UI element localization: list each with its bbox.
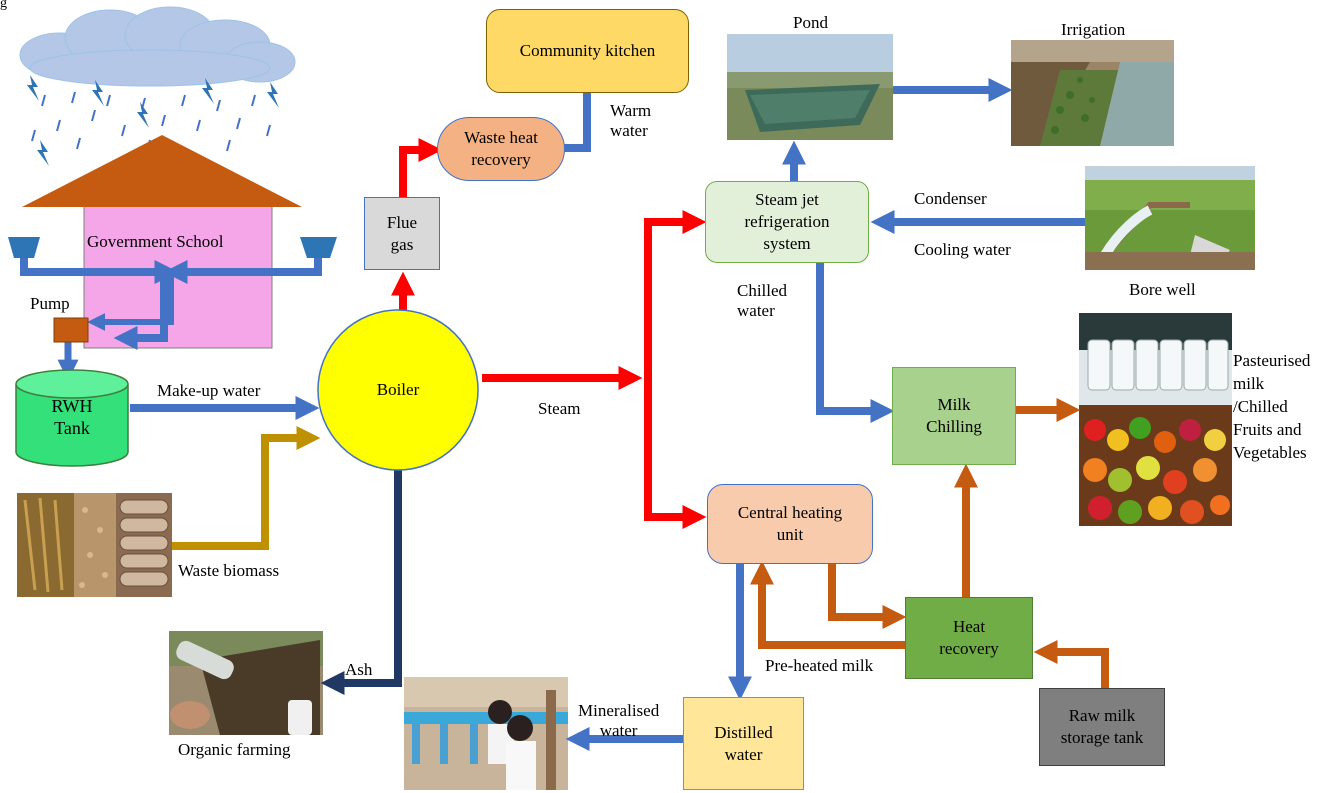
pump-icon	[53, 317, 89, 343]
steam-arrows	[391, 138, 707, 529]
community-kitchen-label: Community kitchen	[519, 41, 656, 60]
bore-well-label: Bore well	[1129, 280, 1196, 299]
waste-heat-recovery-box: Waste heat recovery	[437, 117, 565, 181]
raw-milk-box: Raw milk storage tank	[1039, 688, 1165, 766]
central-heating-label: Central heating unit	[737, 503, 843, 544]
irrigation-label: Irrigation	[1061, 20, 1126, 39]
pump-label: Pump	[30, 294, 70, 313]
waste-heat-recovery-label: Waste heat recovery	[464, 128, 538, 169]
bore-well-photo	[1085, 166, 1255, 270]
pre-heated-milk-label: Pre-heated milk	[765, 656, 874, 675]
community-kitchen-box: Community kitchen	[486, 9, 689, 93]
milk-arrows	[750, 398, 1109, 688]
waste-biomass-label: Waste biomass	[178, 561, 280, 580]
steam-jet-label: Steam jet refrigeration system	[744, 190, 830, 253]
boiler-box: Boiler	[348, 370, 448, 410]
steam-label: Steam	[538, 399, 581, 418]
pasteurised-label: Pasteurised milk /Chilled Fruits and Veg…	[1233, 351, 1311, 462]
biomass-arrow	[172, 426, 321, 550]
ash-arrow	[320, 465, 402, 695]
organic-farming-photo	[169, 631, 323, 735]
rwh-tank-shape	[15, 369, 129, 467]
rwh-tank-box: RWH Tank	[30, 392, 114, 442]
figure-corner-label: g	[0, 0, 7, 11]
milk-chilling-label: Milk Chilling	[926, 395, 982, 436]
boiler-label: Boiler	[376, 380, 420, 399]
make-up-water-label: Make-up water	[157, 381, 261, 400]
cooling-water-label: Cooling water	[914, 240, 1011, 259]
rain-cloud-icon	[19, 6, 296, 166]
flue-gas-label: Flue gas	[386, 212, 418, 254]
heat-recovery-label: Heat recovery	[939, 617, 999, 658]
ash-label: Ash	[345, 660, 373, 679]
organic-farming-label: Organic farming	[178, 740, 291, 759]
pond-label: Pond	[793, 13, 828, 32]
water-arrows	[130, 63, 1085, 751]
central-heating-box: Central heating unit	[707, 484, 873, 564]
irrigation-photo	[1011, 40, 1174, 146]
distilled-water-label: Distilled water	[714, 722, 773, 764]
rainwater-pipes	[8, 237, 337, 381]
boiler-circle	[317, 309, 479, 471]
raw-milk-label: Raw milk storage tank	[1060, 706, 1144, 747]
flue-gas-box: Flue gas	[364, 197, 440, 270]
government-school-label: Government School	[87, 232, 224, 251]
children-water-photo	[404, 677, 568, 790]
heat-recovery-box: Heat recovery	[905, 597, 1033, 679]
rwh-tank-label: RWH Tank	[51, 396, 93, 438]
pond-photo	[727, 34, 893, 140]
condenser-label: Condenser	[914, 189, 987, 208]
milk-chilling-box: Milk Chilling	[892, 367, 1016, 465]
biomass-photo	[17, 493, 172, 597]
distilled-water-box: Distilled water	[683, 697, 804, 790]
mineralised-water-label: Mineralised water	[578, 701, 660, 740]
milk-fruits-photo	[1079, 313, 1232, 526]
warm-water-label: Warm water	[610, 101, 652, 140]
steam-jet-box: Steam jet refrigeration system	[705, 181, 869, 263]
school-roof	[22, 135, 302, 207]
chilled-water-label: Chilled water	[737, 281, 788, 320]
